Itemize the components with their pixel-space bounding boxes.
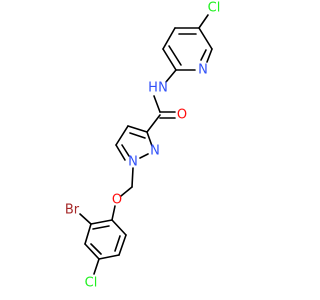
bond-pz-n2-c3 (146, 131, 153, 147)
atom-n-amide: N (158, 81, 168, 96)
bond-ch2-o (120, 186, 133, 197)
bond-ph-c5-c6-inner (114, 235, 121, 252)
bond-pz-n1-n2 (139, 153, 149, 159)
bond-pyr-c5-cl (198, 14, 209, 29)
bond-ph-c3-c4-inner (90, 243, 102, 255)
atom-cl-phenyl: Cl (85, 276, 98, 291)
bond-n1-ch2 (131, 167, 134, 188)
atom-label-layer: Cl N H N O N N O Br Cl (65, 1, 220, 291)
bond-pyr-c6-n (206, 48, 213, 63)
bond-ph-c1-c2-inner (92, 225, 110, 230)
atom-n-pyridine: N (198, 63, 208, 78)
bond-ph-c1-c2 (90, 219, 113, 225)
bond-pyr-c3-c4 (162, 27, 176, 50)
atom-br: Br (65, 203, 80, 218)
bond-ph-c4-c5 (98, 254, 120, 260)
atom-o-ether: O (112, 193, 122, 208)
bond-ph-c4-cl (93, 258, 100, 275)
bond-pyr-c5-c6 (198, 27, 213, 50)
bond-o-ph-c1 (111, 205, 116, 221)
bond-nh-carbonyl-c (153, 95, 161, 113)
bond-pyr-c2-nh (165, 69, 177, 83)
bond-pz-c4-c5 (115, 125, 129, 146)
bond-pz-c3-c4 (127, 125, 148, 133)
bond-pyr-c2-c3 (162, 48, 177, 71)
bond-layer (79, 14, 213, 275)
atom-cl-pyridine: Cl (208, 1, 221, 16)
bond-carbonyl-c-pyrazole (146, 114, 161, 133)
bond-ph-c6-c1 (111, 219, 127, 236)
bond-pz-c5-n1-inner (121, 144, 130, 157)
bond-pz-c3-c4-inner (129, 132, 146, 139)
bond-ph-c3-c4 (84, 243, 100, 260)
bond-pyr-c6-n-inner (200, 49, 207, 61)
bond-pyr-c2-c3-inner (168, 45, 182, 66)
atom-o-carbonyl: O (177, 108, 187, 123)
molecule-structure-diagram: Cl N H N O N N O Br Cl (65, 1, 220, 291)
bond-ph-c5-c6 (118, 234, 127, 256)
bond-ph-c2-c3 (84, 223, 92, 245)
bond-pz-c5-n1 (115, 144, 126, 161)
atom-n-pyrazole-1: N (128, 155, 138, 170)
atom-h-amide: H (148, 81, 158, 96)
bond-ph-c2-br (79, 213, 92, 225)
atom-n-pyrazole-2: N (150, 144, 160, 159)
